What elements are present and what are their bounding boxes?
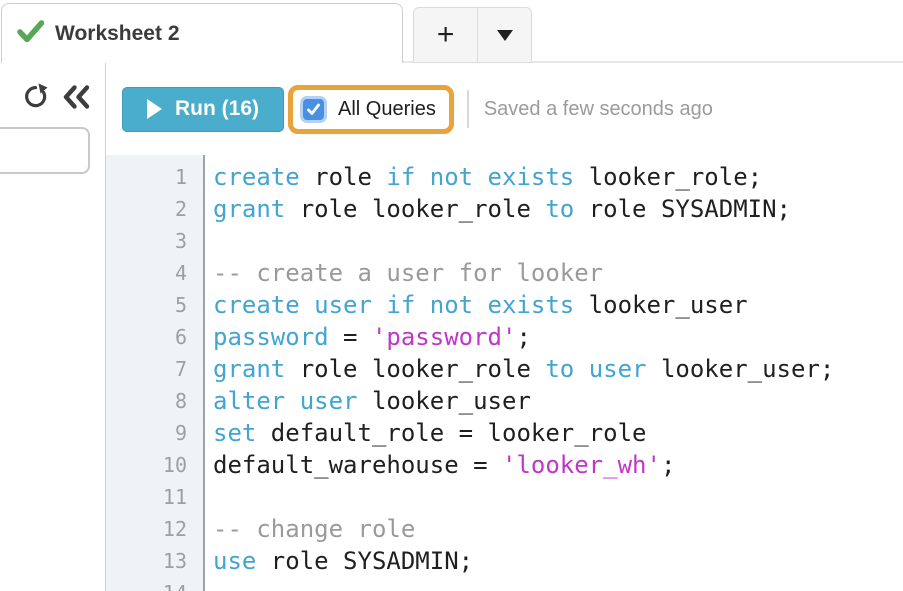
line-number: 14 (106, 577, 203, 591)
chevron-down-icon (496, 29, 513, 41)
line-number: 8 (174, 389, 187, 413)
worksheet-menu-button[interactable] (478, 8, 531, 62)
refresh-icon[interactable] (22, 83, 49, 110)
line-number: 4 (174, 261, 187, 285)
new-worksheet-button[interactable]: + (414, 8, 479, 62)
sidebar-search-box[interactable] (0, 127, 90, 174)
line-number: 3 (174, 229, 187, 253)
code-line: create role if not exists looker_role; (213, 163, 763, 191)
code-line: grant role looker_role to user looker_us… (213, 355, 835, 383)
all-queries-label: All Queries (338, 97, 436, 120)
line-number: 5 (174, 293, 187, 317)
all-queries-highlight-box: All Queries (288, 84, 454, 134)
code-line (213, 577, 903, 591)
line-number: 7 (174, 357, 187, 381)
code-line: -- create a user for looker (213, 259, 604, 287)
line-number: 6 (174, 325, 187, 349)
line-number: 11 (162, 485, 187, 509)
toolbar-divider (466, 90, 469, 128)
checkbox-checked[interactable] (303, 98, 324, 120)
line-number: 9 (174, 421, 187, 445)
tab-title: Worksheet 2 (55, 21, 180, 45)
code-line: -- change role (213, 515, 416, 543)
tab-bar-border (403, 61, 903, 63)
code-line: create user if not exists looker_user (213, 291, 748, 319)
worksheet-toolbar: Run (16) All Queries Saved a few seconds… (106, 63, 903, 155)
line-number: 12 (162, 517, 187, 541)
code-line: default_warehouse = 'looker_wh'; (213, 451, 676, 479)
line-number: 10 (162, 453, 187, 477)
code-line: grant role looker_role to role SYSADMIN; (213, 195, 791, 223)
check-icon (17, 19, 45, 48)
tab-worksheet-2[interactable]: Worksheet 2 (1, 3, 403, 63)
run-button-label: Run (16) (175, 97, 259, 120)
sidebar (0, 63, 106, 591)
line-number: 1 (174, 165, 187, 189)
workspace: Run (16) All Queries Saved a few seconds… (106, 63, 903, 591)
double-chevron-left-icon[interactable] (62, 84, 91, 110)
code-line (213, 481, 903, 513)
play-icon (147, 99, 162, 119)
main-area: Run (16) All Queries Saved a few seconds… (0, 63, 903, 591)
run-button[interactable]: Run (16) (122, 86, 284, 132)
code-line: alter user looker_user (213, 387, 531, 415)
code-line: set default_role = looker_role (213, 419, 647, 447)
tab-actions: + (413, 7, 532, 63)
code-line (213, 225, 903, 257)
line-number: 2 (174, 197, 187, 221)
sql-editor[interactable]: 1234567891011121314 create role if not e… (106, 155, 903, 591)
line-number-gutter: 1234567891011121314 (106, 155, 205, 591)
tab-bar: Worksheet 2 + (0, 0, 903, 63)
saved-status: Saved a few seconds ago (483, 97, 713, 120)
checkmark-icon (307, 103, 320, 115)
all-queries-checkbox[interactable]: All Queries (299, 95, 436, 124)
code-line: use role SYSADMIN; (213, 547, 474, 575)
code-line: password = 'password'; (213, 323, 531, 351)
sidebar-toolbar (22, 83, 91, 110)
line-number: 13 (162, 549, 187, 573)
code-area[interactable]: create role if not exists looker_role;gr… (205, 155, 903, 591)
